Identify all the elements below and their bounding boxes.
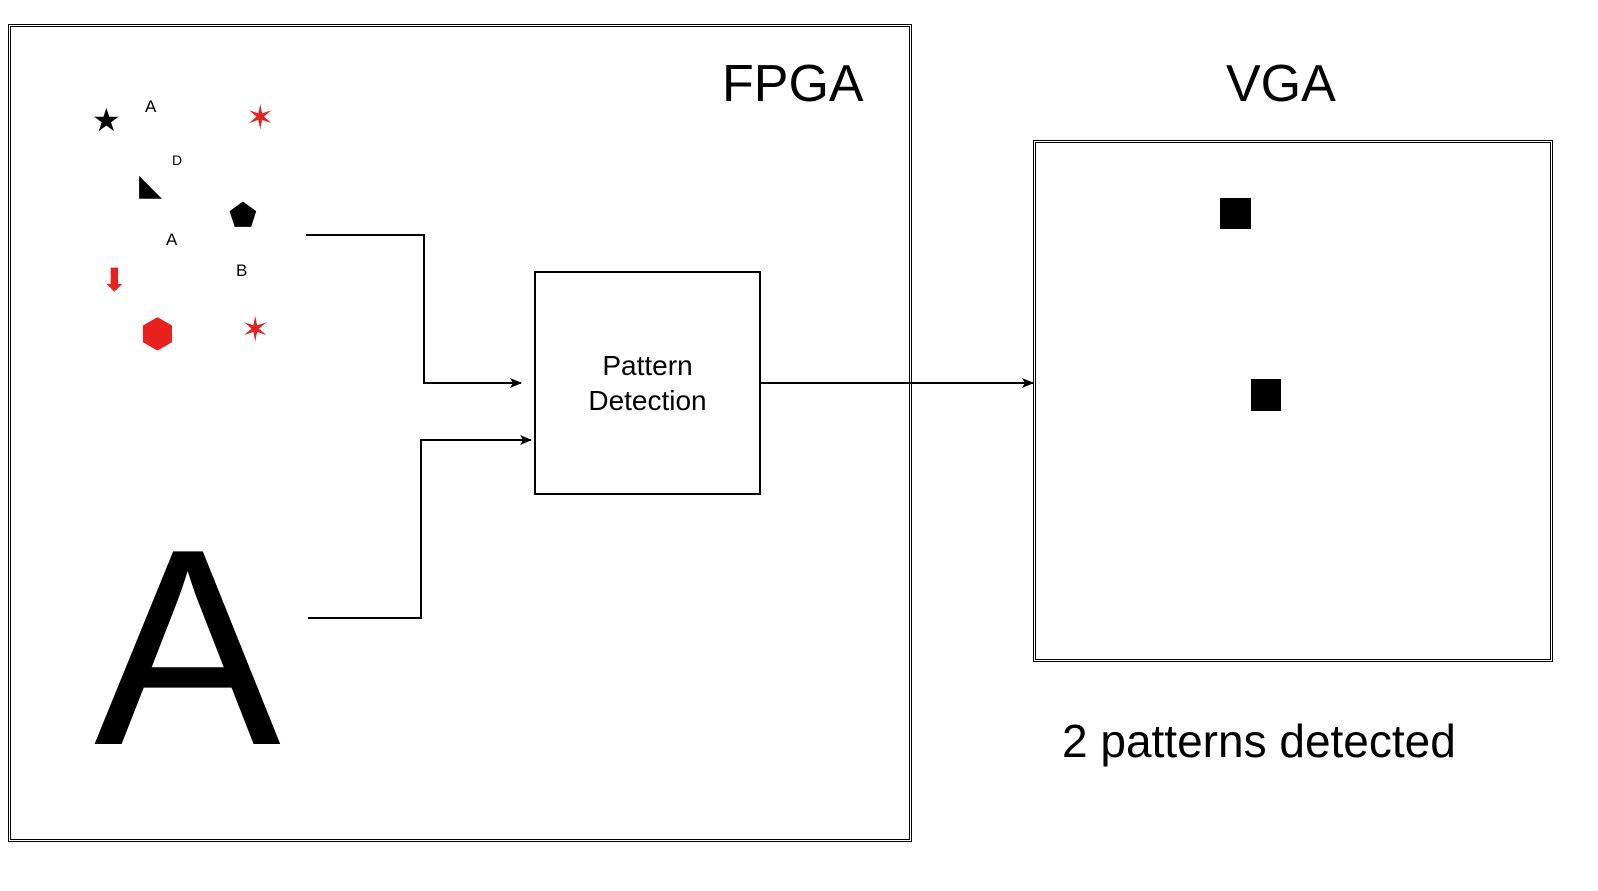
hexagon-icon: ⬢ bbox=[140, 312, 175, 356]
template-letter: A bbox=[94, 492, 281, 804]
scene-to-detector-arrow bbox=[306, 234, 522, 388]
vga-screen bbox=[1033, 140, 1553, 662]
six-point-star-icon: ✶ bbox=[246, 99, 275, 137]
detected-pattern-marker bbox=[1251, 379, 1281, 411]
block-label-line1: Pattern bbox=[602, 350, 693, 381]
vga-title: VGA bbox=[1226, 55, 1336, 113]
fpga-frame bbox=[8, 24, 912, 842]
fpga-title: FPGA bbox=[722, 55, 864, 113]
scene-letter-d: D bbox=[172, 152, 183, 168]
six-point-star-icon: ✶ bbox=[241, 311, 270, 349]
block-label-line2: Detection bbox=[588, 385, 707, 416]
right-triangle-icon: ◣ bbox=[139, 169, 163, 202]
pattern-detection-block: Pattern Detection bbox=[534, 271, 761, 495]
scene-letter-b: B bbox=[236, 261, 248, 280]
down-arrow-icon: ⬇ bbox=[101, 262, 128, 298]
pentagon-icon: ⬟ bbox=[229, 197, 257, 233]
template-to-detector-arrow bbox=[308, 435, 532, 619]
detected-pattern-marker bbox=[1220, 198, 1251, 229]
detection-caption: 2 patterns detected bbox=[1062, 715, 1456, 767]
scene-letter-a: A bbox=[145, 97, 157, 116]
star-icon: ★ bbox=[92, 102, 121, 138]
scene-letter-a: A bbox=[166, 230, 178, 249]
